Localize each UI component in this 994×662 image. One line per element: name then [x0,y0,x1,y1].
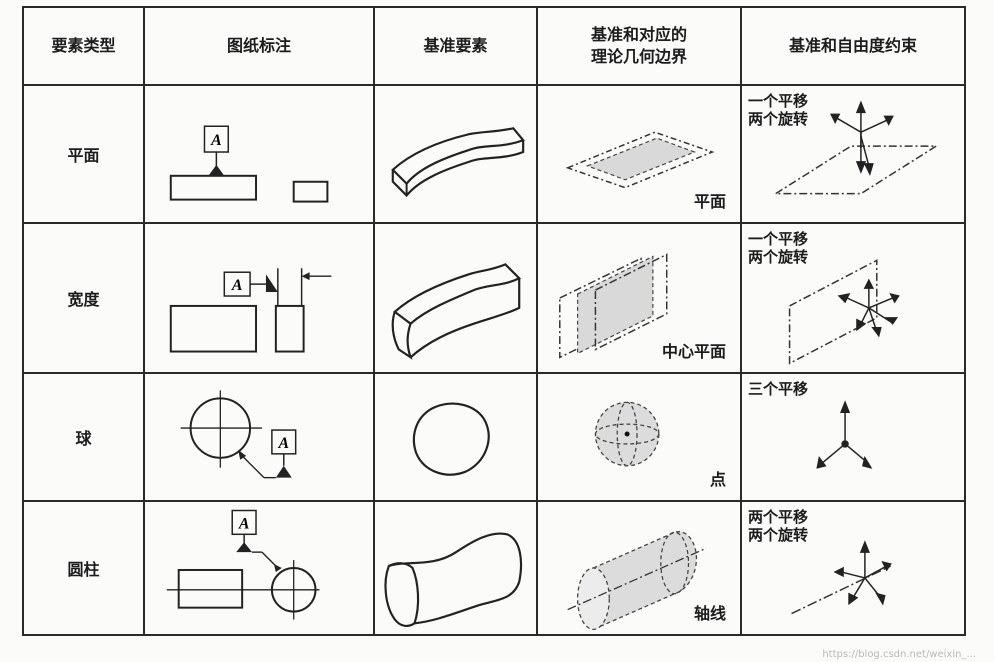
sphere-boundary-figure [594,401,660,467]
cylinder-drawing-figure: A [166,509,320,620]
dof-plane-line1: 一个平移 [748,92,809,110]
row-type-width: 宽度 [22,222,145,374]
dof-label-sphere: 三个平移 [748,380,808,398]
header-type: 要素类型 [22,6,145,86]
boundary-cylinder: 轴线 [536,500,742,636]
drawing-cylinder: A [143,500,375,636]
dof-cylinder-line2: 两个旋转 [748,526,809,544]
dof-plane: 一个平移 两个旋转 [740,84,966,224]
width-boundary-figure [559,253,668,359]
sphere-drawing-figure: A [180,390,297,479]
header-row: 要素类型 图纸标注 基准要素 基准和对应的 理论几何边界 基准和自由度约束 [22,6,966,86]
table-row-plane: 平面 A 平面 一个平移 [22,84,966,224]
sphere-dof-figure [816,400,873,469]
datum-table: 要素类型 图纸标注 基准要素 基准和对应的 理论几何边界 基准和自由度约束 平面… [22,6,966,636]
dof-label-width: 一个平移 两个旋转 [748,230,808,266]
drawing-plane: A [143,84,375,224]
header-boundary-line1: 基准和对应的 [590,25,687,44]
table-row-width: 宽度 A [22,222,966,374]
dof-width-line2: 两个旋转 [748,248,809,266]
row-type-sphere: 球 [22,372,145,502]
dof-label-plane: 一个平移 两个旋转 [748,92,808,128]
boundary-plane: 平面 [536,84,742,224]
dof-sphere-line1: 三个平移 [748,380,809,398]
feature-cylinder [373,500,538,636]
boundary-label-width: 中心平面 [661,342,726,361]
sphere-feature-figure [412,402,490,476]
datum-letter: A [277,435,289,452]
drawing-width: A [143,222,375,374]
dof-sphere: 三个平移 [740,372,966,502]
table-row-sphere: 球 A [22,372,966,502]
feature-plane [373,84,538,224]
dof-width-line1: 一个平移 [748,230,809,248]
boundary-sphere: 点 [536,372,742,502]
plane-dof-figure [773,100,939,195]
width-feature-figure [391,263,522,360]
header-boundary-line2: 理论几何边界 [590,47,687,66]
cylinder-feature-figure [384,532,523,627]
header-drawing: 图纸标注 [143,6,375,86]
width-dof-figure [788,259,900,365]
dof-cylinder: 两个平移 两个旋转 [740,500,966,636]
header-boundary: 基准和对应的 理论几何边界 [536,6,742,86]
width-drawing-figure: A [169,268,332,353]
table-row-cylinder: 圆柱 A [22,500,966,636]
cylinder-dof-figure [791,540,892,615]
plane-drawing-figure: A [169,125,329,203]
plane-boundary-figure [565,131,715,189]
watermark: https://blog.csdn.net/weixin_... [822,649,976,660]
boundary-label-plane: 平面 [693,192,726,211]
cylinder-boundary-figure [567,531,707,631]
dof-cylinder-line1: 两个平移 [748,508,809,526]
boundary-label-cylinder: 轴线 [693,604,726,623]
datum-letter: A [231,277,243,294]
datum-letter: A [210,132,222,149]
drawing-sphere: A [143,372,375,502]
header-dof: 基准和自由度约束 [740,6,966,86]
feature-sphere [373,372,538,502]
row-type-plane: 平面 [22,84,145,224]
boundary-width: 中心平面 [536,222,742,374]
dof-plane-line2: 两个旋转 [748,110,809,128]
boundary-label-sphere: 点 [709,470,726,489]
header-feature: 基准要素 [373,6,538,86]
row-type-cylinder: 圆柱 [22,500,145,636]
dof-width: 一个平移 两个旋转 [740,222,966,374]
feature-width [373,222,538,374]
datum-letter: A [238,515,250,532]
plane-feature-figure [391,127,525,198]
dof-label-cylinder: 两个平移 两个旋转 [748,508,808,544]
